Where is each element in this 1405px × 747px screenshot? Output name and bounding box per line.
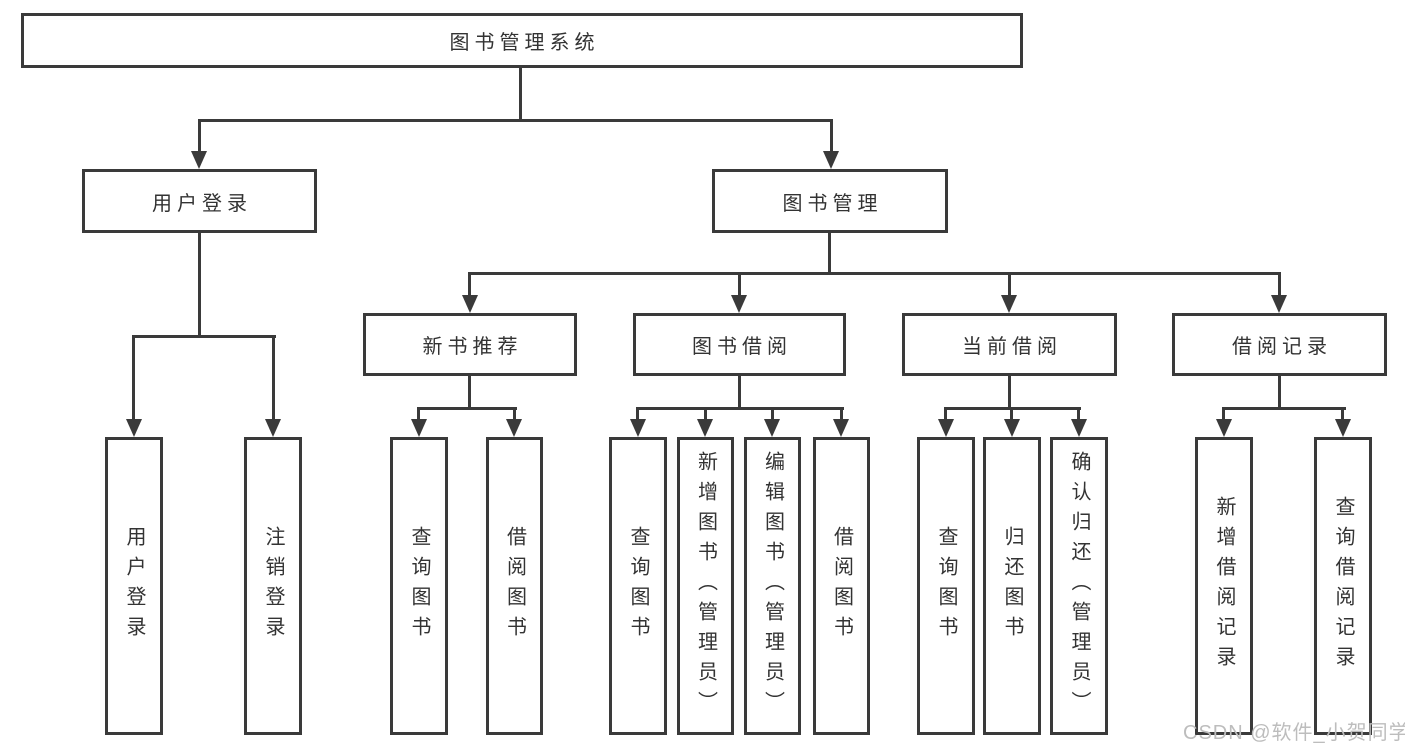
leaf-query-borrow-record: 查询借阅记录	[1314, 437, 1372, 735]
leaf-query-books-3-label: 查询图书	[935, 526, 957, 646]
leaf-query-books-2: 查询图书	[609, 437, 667, 735]
node-book-management: 图书管理	[712, 169, 948, 233]
leaf-add-books-admin: 新增图书（管理员）	[677, 437, 734, 735]
connector-line	[944, 407, 947, 421]
connector-line	[1222, 407, 1225, 421]
leaf-query-books-3: 查询图书	[917, 437, 975, 735]
node-book-management-label: 图书管理	[782, 192, 883, 215]
connector-line	[417, 407, 420, 421]
connector-line	[132, 335, 276, 338]
leaf-logout-label: 注销登录	[262, 526, 284, 646]
arrowhead-down-icon	[191, 151, 207, 169]
connector-line	[636, 407, 844, 410]
connector-line	[468, 272, 1281, 275]
arrowhead-down-icon	[938, 419, 954, 437]
node-book-borrow-label: 图书借阅	[692, 336, 792, 358]
node-current-borrow-label: 当前借阅	[962, 336, 1062, 358]
connector-line	[272, 335, 275, 421]
node-borrow-records: 借阅记录	[1172, 313, 1387, 376]
arrowhead-down-icon	[506, 419, 522, 437]
arrowhead-down-icon	[462, 295, 478, 313]
node-new-book-recommend-label: 新书推荐	[422, 336, 523, 358]
csdn-watermark: CSDN @软件_小贺同学	[1183, 722, 1405, 744]
leaf-borrow-books-2-label: 借阅图书	[830, 526, 853, 646]
arrowhead-down-icon	[1216, 419, 1232, 437]
connector-line	[830, 119, 833, 152]
connector-line	[1010, 407, 1013, 421]
arrowhead-down-icon	[630, 419, 646, 437]
leaf-add-borrow-record: 新增借阅记录	[1195, 437, 1253, 735]
node-new-book-recommend: 新书推荐	[363, 313, 577, 376]
leaf-return-books-label: 归还图书	[1001, 526, 1023, 646]
node-book-borrow: 图书借阅	[633, 313, 846, 376]
arrowhead-down-icon	[731, 295, 747, 313]
leaf-edit-books-admin-label: 编辑图书（管理员）	[761, 451, 784, 721]
leaf-edit-books-admin: 编辑图书（管理员）	[744, 437, 801, 735]
arrowhead-down-icon	[823, 151, 839, 169]
arrowhead-down-icon	[833, 419, 849, 437]
node-current-borrow: 当前借阅	[902, 313, 1117, 376]
connector-line	[198, 119, 833, 122]
connector-line	[468, 272, 471, 297]
leaf-borrow-books-1-label: 借阅图书	[503, 526, 526, 646]
connector-line	[1008, 376, 1011, 410]
arrowhead-down-icon	[764, 419, 780, 437]
leaf-borrow-books-2: 借阅图书	[813, 437, 870, 735]
leaf-query-books-2-label: 查询图书	[627, 526, 649, 646]
node-user-login: 用户登录	[82, 169, 317, 233]
arrowhead-down-icon	[1335, 419, 1351, 437]
connector-line	[704, 407, 707, 421]
arrowhead-down-icon	[1271, 295, 1287, 313]
connector-line	[1278, 376, 1281, 410]
leaf-return-books: 归还图书	[983, 437, 1041, 735]
connector-line	[828, 233, 831, 275]
connector-line	[738, 272, 741, 297]
arrowhead-down-icon	[697, 419, 713, 437]
connector-line	[1341, 407, 1344, 421]
connector-line	[738, 376, 741, 410]
arrowhead-down-icon	[411, 419, 427, 437]
connector-line	[1008, 272, 1011, 297]
connector-line	[771, 407, 774, 421]
connector-line	[198, 119, 201, 152]
leaf-user-login: 用户登录	[105, 437, 163, 735]
connector-line	[519, 68, 522, 121]
leaf-query-books-1-label: 查询图书	[408, 526, 430, 646]
connector-line	[198, 233, 201, 337]
arrowhead-down-icon	[126, 419, 142, 437]
leaf-query-books-1: 查询图书	[390, 437, 448, 735]
connector-line	[1077, 407, 1080, 421]
node-user-login-label: 用户登录	[152, 192, 252, 215]
connector-line	[468, 376, 471, 410]
arrowhead-down-icon	[1001, 295, 1017, 313]
arrowhead-down-icon	[265, 419, 281, 437]
leaf-confirm-return-admin: 确认归还（管理员）	[1050, 437, 1108, 735]
leaf-add-books-admin-label: 新增图书（管理员）	[694, 451, 717, 721]
connector-line	[1278, 272, 1281, 297]
connector-line	[840, 407, 843, 421]
leaf-user-login-label: 用户登录	[123, 526, 145, 646]
connector-line	[513, 407, 516, 421]
connector-line	[1222, 407, 1346, 410]
connector-line	[417, 407, 517, 410]
leaf-add-borrow-record-label: 新增借阅记录	[1213, 496, 1235, 676]
leaf-query-borrow-record-label: 查询借阅记录	[1332, 496, 1354, 676]
leaf-logout: 注销登录	[244, 437, 302, 735]
connector-line	[636, 407, 639, 421]
connector-line	[132, 335, 135, 421]
leaf-confirm-return-admin-label: 确认归还（管理员）	[1068, 451, 1090, 721]
node-root: 图书管理系统	[21, 13, 1023, 68]
arrowhead-down-icon	[1071, 419, 1087, 437]
arrowhead-down-icon	[1004, 419, 1020, 437]
node-root-label: 图书管理系统	[449, 32, 600, 54]
leaf-borrow-books-1: 借阅图书	[486, 437, 543, 735]
node-borrow-records-label: 借阅记录	[1232, 336, 1332, 358]
